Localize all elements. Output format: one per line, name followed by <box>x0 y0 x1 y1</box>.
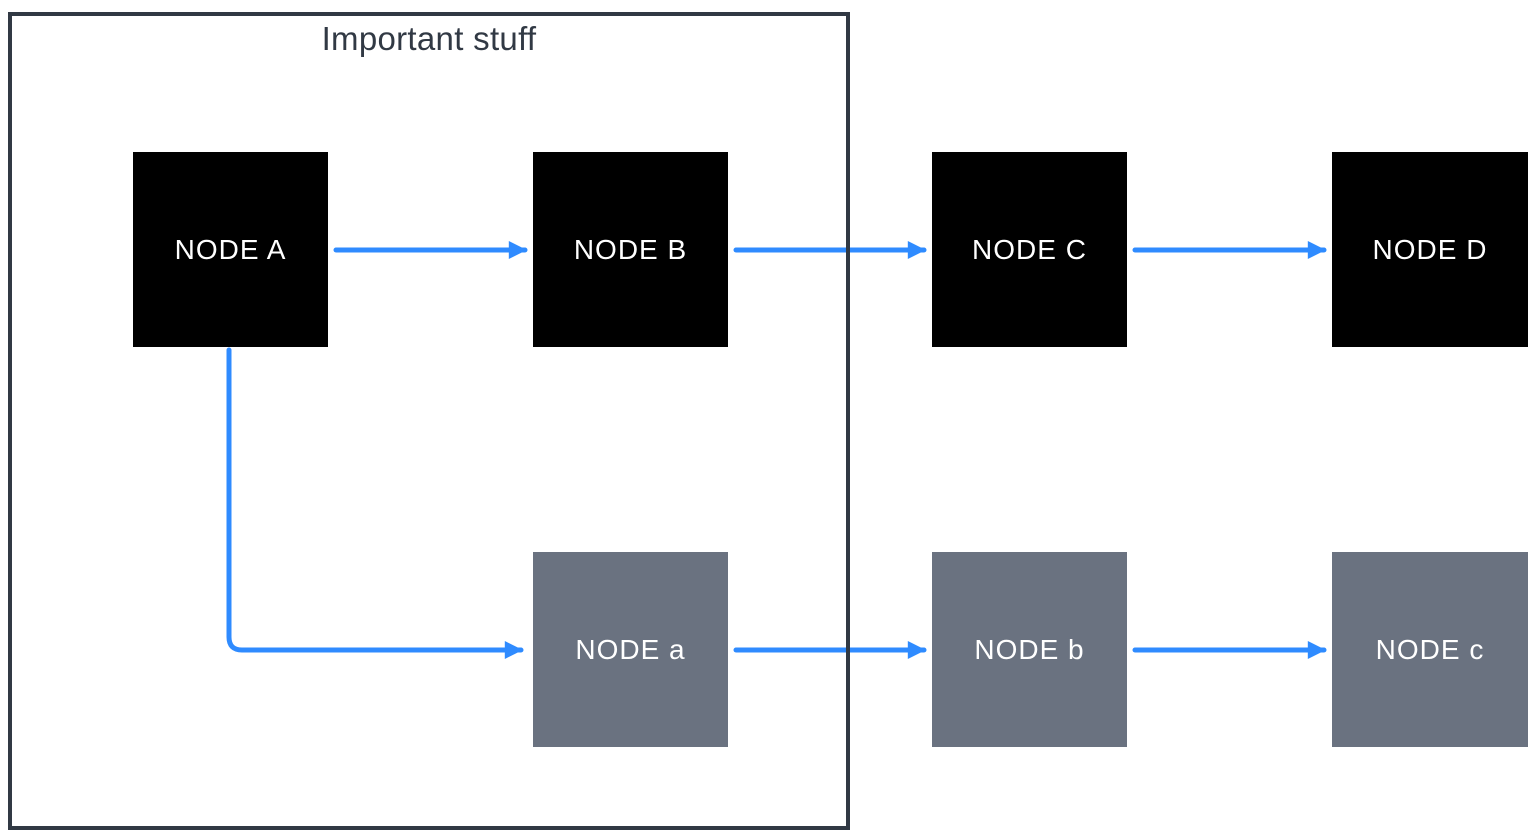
node-label: NODE a <box>575 633 686 665</box>
node-C[interactable]: NODE C <box>932 152 1127 347</box>
node-label: NODE B <box>573 233 688 265</box>
node-label: NODE D <box>1372 233 1488 265</box>
node-b[interactable]: NODE b <box>932 552 1127 747</box>
node-a[interactable]: NODE a <box>533 552 728 747</box>
node-label: NODE A <box>174 233 287 265</box>
node-label: NODE b <box>974 633 1085 665</box>
node-c[interactable]: NODE c <box>1332 552 1528 747</box>
node-A[interactable]: NODE A <box>133 152 328 347</box>
node-label: NODE C <box>972 233 1087 265</box>
node-B[interactable]: NODE B <box>533 152 728 347</box>
node-D[interactable]: NODE D <box>1332 152 1528 347</box>
node-label: NODE c <box>1375 633 1485 665</box>
connector-A-a[interactable] <box>226 347 524 659</box>
